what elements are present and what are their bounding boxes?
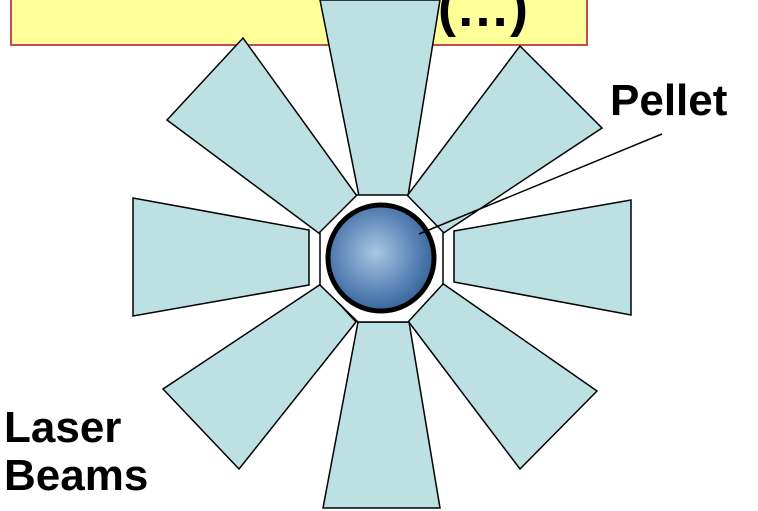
laser-beam-bottom-right <box>408 283 597 469</box>
laser-beams-label-line2: Beams <box>4 452 148 500</box>
laser-beams-label: Laser Beams <box>4 404 148 500</box>
laser-beam-top <box>320 0 440 196</box>
pellet-sphere <box>328 205 434 311</box>
laser-beam-bottom-left <box>163 284 356 469</box>
laser-beam-top-left <box>167 38 357 234</box>
laser-beam-left <box>133 198 309 316</box>
laser-beam-top-right <box>407 46 602 234</box>
laser-beam-bottom <box>323 322 440 508</box>
laser-beams-label-line1: Laser <box>4 404 148 452</box>
laser-beam-right <box>454 200 631 315</box>
pellet-label: Pellet <box>610 76 727 126</box>
